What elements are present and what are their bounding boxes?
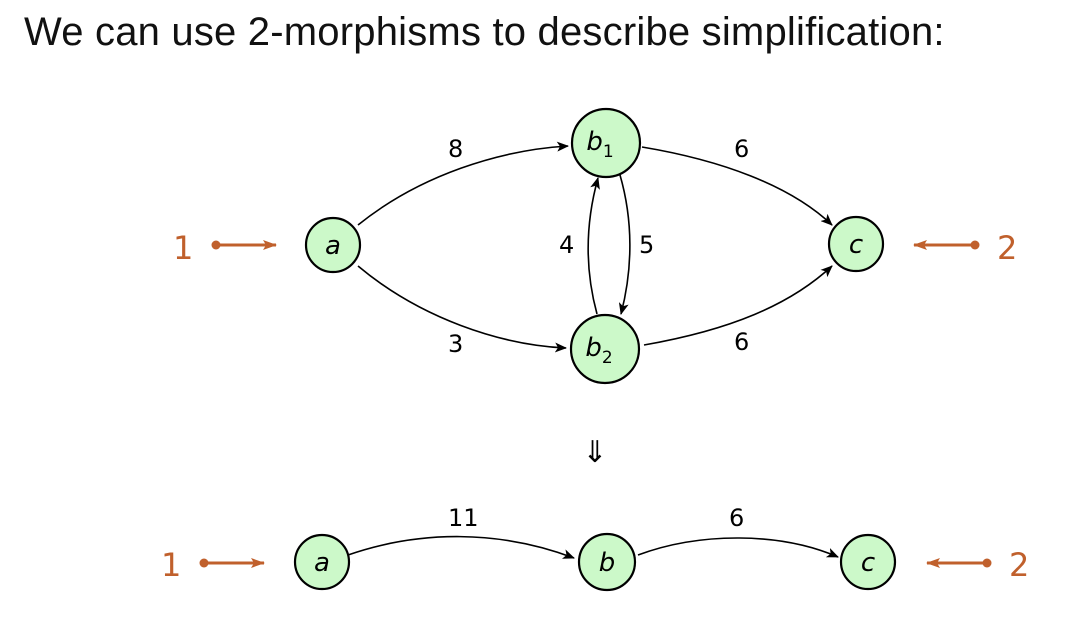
edge-b1-c bbox=[641, 146, 833, 226]
top-port-left: 1 bbox=[173, 229, 277, 267]
node-b1-label: b bbox=[586, 127, 603, 157]
edge-b1-b2 bbox=[618, 174, 631, 315]
edge-label-a-b: 11 bbox=[448, 504, 479, 532]
node-a: a bbox=[304, 216, 362, 274]
bottom-graph: 11 6 a b c 1 2 bbox=[161, 504, 1029, 592]
svg-text:b2: b2 bbox=[585, 333, 612, 368]
edge-label-b1-b2: 5 bbox=[639, 231, 654, 259]
bottom-port-right-label: 2 bbox=[1009, 546, 1029, 584]
edge-a-b2 bbox=[357, 265, 567, 353]
edge-b2-b1 bbox=[587, 177, 600, 315]
node-b2-label: b bbox=[585, 333, 602, 363]
top-port-right-label: 2 bbox=[997, 229, 1017, 267]
edge-a-b1 bbox=[357, 141, 569, 226]
svg-text:c: c bbox=[849, 230, 863, 260]
node-a-bottom: a bbox=[293, 533, 351, 591]
node-b1-subscript: 1 bbox=[603, 142, 614, 162]
edge-b-c bbox=[637, 537, 839, 558]
node-b2: b2 bbox=[569, 313, 641, 385]
svg-text:a: a bbox=[314, 548, 330, 578]
edge-label-a-b1: 8 bbox=[448, 135, 463, 163]
edge-label-b-c: 6 bbox=[729, 504, 744, 532]
node-c: c bbox=[827, 215, 885, 273]
top-port-left-label: 1 bbox=[173, 229, 193, 267]
edge-b2-c bbox=[643, 265, 833, 346]
node-b1: b1 bbox=[570, 107, 642, 179]
bottom-port-left-label: 1 bbox=[161, 546, 181, 584]
edge-label-b2-b1: 4 bbox=[559, 231, 574, 259]
node-c-bottom: c bbox=[839, 533, 897, 591]
svg-text:a: a bbox=[325, 231, 341, 261]
top-graph: 8 3 6 6 4 5 a b1 b2 c 1 bbox=[173, 107, 1017, 385]
edge-label-a-b2: 3 bbox=[448, 330, 463, 358]
bottom-port-right: 2 bbox=[926, 546, 1029, 584]
svg-text:c: c bbox=[861, 548, 875, 578]
bottom-port-left: 1 bbox=[161, 546, 265, 584]
edge-label-b1-c: 6 bbox=[734, 135, 749, 163]
svg-text:b: b bbox=[599, 548, 616, 578]
node-b-bottom: b bbox=[577, 532, 637, 592]
implies-arrow-icon: ⇓ bbox=[582, 435, 607, 470]
edge-a-b bbox=[347, 535, 575, 559]
edge-label-b2-c: 6 bbox=[734, 328, 749, 356]
top-port-right: 2 bbox=[913, 229, 1017, 267]
node-b2-subscript: 2 bbox=[602, 348, 613, 368]
svg-text:b1: b1 bbox=[586, 127, 613, 162]
slide-title: We can use 2-morphisms to describe simpl… bbox=[24, 10, 945, 54]
